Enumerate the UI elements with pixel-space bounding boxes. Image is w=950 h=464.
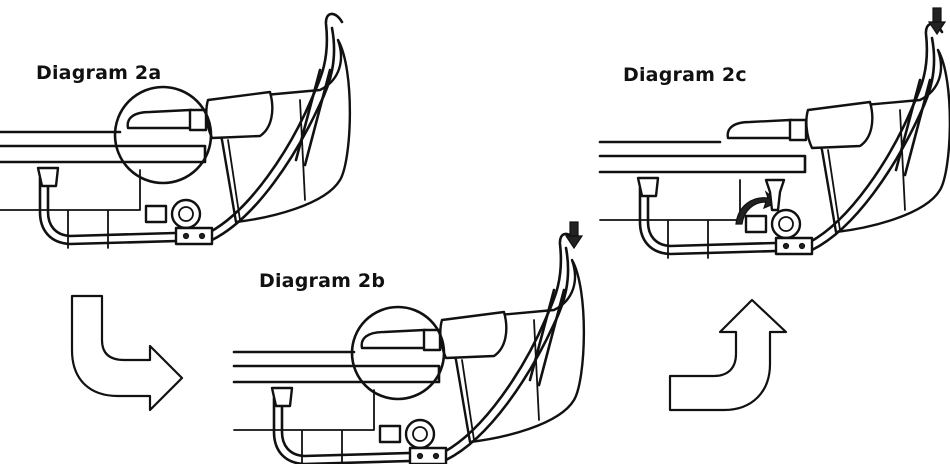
diagram-2b-drawing bbox=[232, 232, 586, 464]
diagram-2c-drawing bbox=[598, 22, 950, 260]
push-down-arrow-icon bbox=[564, 221, 584, 250]
flow-arrow-right-icon bbox=[70, 294, 184, 412]
diagram-2b-label: Diagram 2b bbox=[259, 270, 386, 292]
push-down-arrow-icon bbox=[927, 7, 947, 36]
clamp-detail-circle bbox=[350, 305, 446, 401]
clamp-detail-circle bbox=[113, 85, 213, 185]
flow-arrow-up-icon bbox=[668, 298, 788, 412]
diagram-2c-label: Diagram 2c bbox=[623, 64, 747, 86]
diagram-2a-label: Diagram 2a bbox=[36, 62, 162, 84]
diagram-2a-drawing bbox=[0, 12, 352, 250]
